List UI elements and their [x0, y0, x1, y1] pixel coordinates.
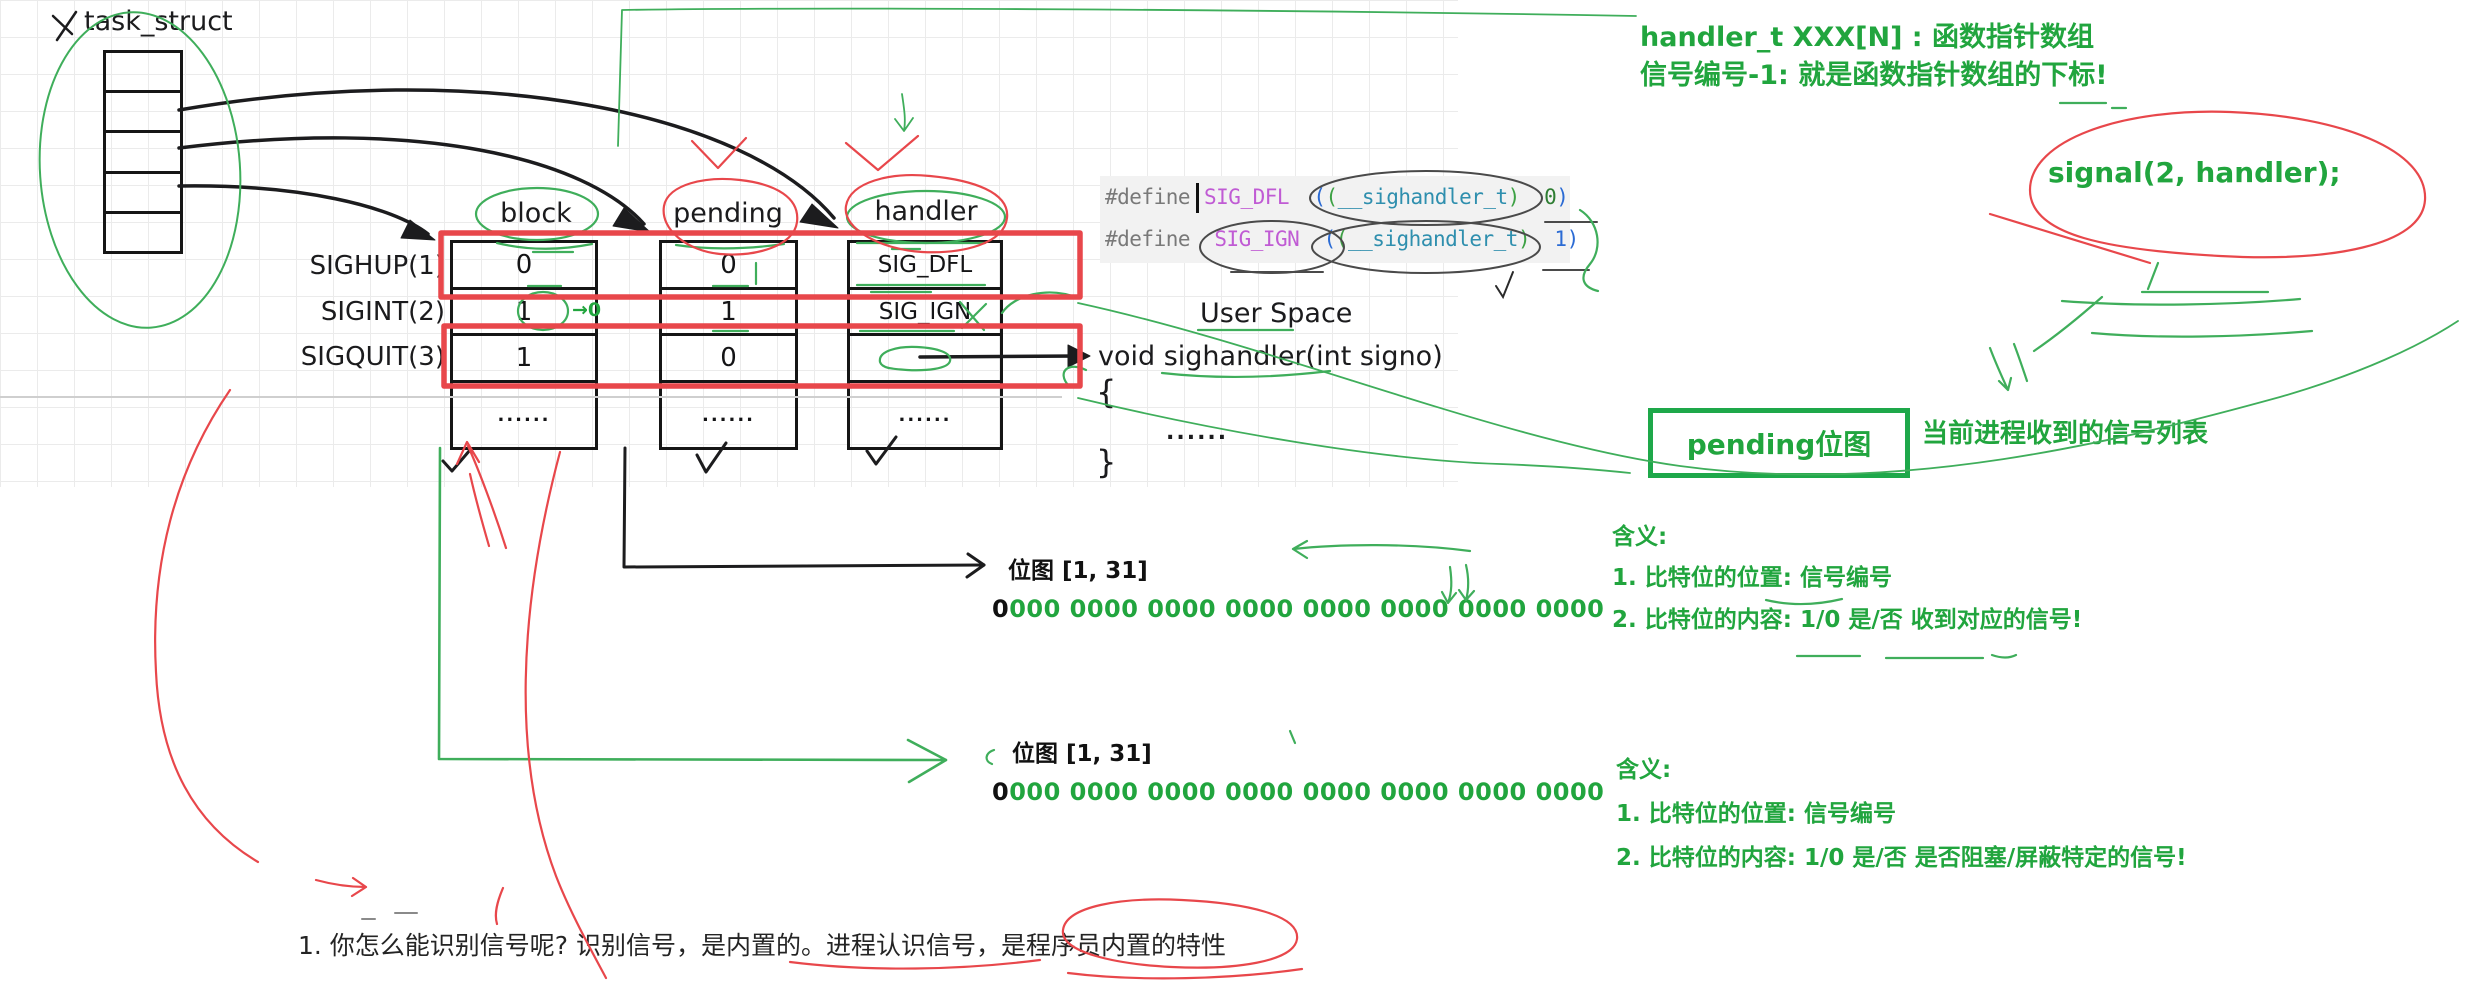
struct-cell: [106, 170, 180, 211]
paren: (: [1335, 227, 1349, 251]
sigint-block-to-zero-note: →0: [572, 299, 602, 321]
macro-value: 0: [1544, 185, 1557, 209]
paren: (: [1323, 227, 1337, 251]
handler-dots-cell: ......: [850, 380, 1000, 447]
block-column: 0 1 1 ......: [450, 240, 598, 450]
type-name: __sighandler_t: [1347, 227, 1519, 251]
task-struct-box: [103, 50, 183, 254]
row-label-sighup: SIGHUP(1): [309, 251, 445, 281]
bitmap2-first-bit: 0: [992, 778, 1010, 806]
pending-dots-cell: ......: [662, 380, 795, 447]
user-space-label: User Space: [1200, 298, 1353, 329]
pending-bitmap-desc: 当前进程收到的信号列表: [1922, 419, 2209, 449]
struct-cell: [106, 130, 180, 170]
pending-sigquit-cell: 0: [662, 333, 795, 380]
task-struct-label: task_struct: [84, 6, 233, 37]
meaning1-item2: 2. 比特位的内容: 1/0 是/否 收到对应的信号!: [1612, 607, 2083, 633]
open-brace: {: [1096, 373, 1117, 411]
paren: (: [1325, 185, 1338, 209]
block-sigquit-cell: 1: [453, 333, 595, 380]
code-line-sig-ign[interactable]: #define SIG_IGN ((__sighandler_t) 1): [1105, 227, 1579, 251]
column-header-block: block: [500, 198, 572, 229]
bitmap1-rest-bits: 000 0000 0000 0000 0000 0000 0000 0000: [1009, 595, 1605, 623]
struct-cell: [106, 90, 180, 130]
struct-cell: [106, 210, 180, 251]
macro-name: SIG_IGN: [1214, 227, 1300, 251]
pending-column: 0 1 0 ......: [659, 240, 798, 450]
meaning1-item1: 1. 比特位的位置: 信号编号: [1612, 565, 1892, 591]
function-body-dots: ......: [1166, 420, 1229, 445]
macro-value: 1: [1554, 227, 1567, 251]
handler-array-note: handler_t XXX[N] : 函数指针数组: [1640, 22, 2095, 53]
define-keyword: #define: [1105, 185, 1191, 209]
column-header-pending: pending: [673, 198, 783, 229]
signal-call-note: signal(2, handler);: [2048, 156, 2341, 189]
bitmap1-first-bit: 0: [992, 595, 1010, 623]
pending-bitmap-label: pending位图: [1686, 428, 1872, 461]
bitmap1-label: 位图 [1, 31]: [1008, 558, 1148, 584]
bitmap2-rest-bits: 000 0000 0000 0000 0000 0000 0000 0000: [1009, 778, 1605, 806]
meaning2-title: 含义:: [1616, 757, 1672, 783]
row-label-sigquit: SIGQUIT(3): [300, 342, 445, 372]
bitmap2-bits: 0000 0000 0000 0000 0000 0000 0000 0000: [992, 778, 1605, 807]
text-cursor: [1196, 183, 1200, 213]
paren: ): [1507, 185, 1521, 209]
block-sighup-cell: 0: [515, 250, 533, 280]
handler-sigint-cell: SIG_IGN: [850, 287, 1000, 333]
pending-sigint-cell: 1: [662, 287, 795, 333]
bitmap1-bits: 0000 0000 0000 0000 0000 0000 0000 0000: [992, 595, 1605, 624]
bitmap2-label: 位图 [1, 31]: [1012, 741, 1152, 767]
paren: ): [1556, 185, 1569, 209]
footnote-text: 1. 你怎么能识别信号呢? 识别信号，是内置的。进程认识信号，是程序员内置的特性: [298, 931, 1227, 960]
block-dots-cell: ......: [453, 380, 595, 447]
pending-sighup-cell: 0: [720, 250, 737, 280]
define-keyword: #define: [1105, 227, 1191, 251]
type-name: __sighandler_t: [1337, 185, 1509, 209]
struct-cell: [106, 53, 180, 90]
signal-index-note: 信号编号-1: 就是函数指针数组的下标!: [1640, 60, 2108, 91]
handler-sighup-cell: SIG_DFL: [877, 252, 973, 278]
meaning2-item2: 2. 比特位的内容: 1/0 是/否 是否阻塞/屏蔽特定的信号!: [1616, 845, 2187, 871]
handler-sigquit-cell: [850, 333, 1000, 380]
pending-bitmap-box: pending位图: [1648, 408, 1910, 478]
paren: (: [1313, 185, 1326, 209]
macro-name: SIG_DFL: [1204, 185, 1290, 209]
row-label-sigint: SIGINT(2): [320, 297, 445, 327]
meaning2-item1: 1. 比特位的位置: 信号编号: [1616, 801, 1896, 827]
meaning1-title: 含义:: [1612, 524, 1668, 550]
column-header-handler: handler: [874, 196, 978, 227]
paren: ): [1517, 227, 1531, 251]
close-brace: }: [1096, 443, 1117, 481]
handler-column: SIG_DFL SIG_IGN ......: [847, 240, 1003, 450]
paren: ): [1566, 227, 1580, 251]
sighandler-signature: void sighandler(int signo): [1098, 341, 1443, 372]
